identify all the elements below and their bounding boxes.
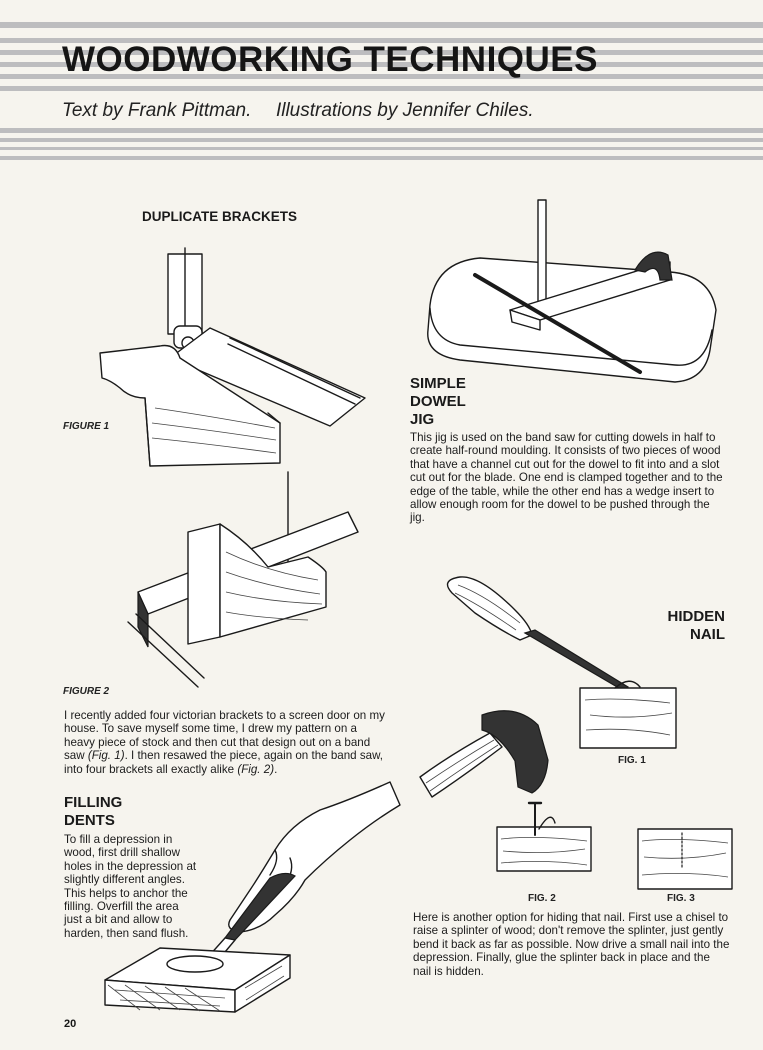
dowel-jig-illustration [427,199,717,383]
hidden-nail-fig2-label: FIG. 2 [528,893,556,904]
hidden-nail-fig3-label: FIG. 3 [667,893,695,904]
figure2-label: FIGURE 2 [63,686,110,697]
page-number: 20 [64,1018,77,1030]
figure1-label: FIGURE 1 [63,421,110,432]
filling-dents-line-1: To fill a depression in [64,833,173,846]
dowel-jig-heading-line-3: JIG [410,411,435,428]
duplicate-brackets-heading: DUPLICATE BRACKETS [142,209,297,224]
header-stripe-5 [0,74,763,79]
filling-dents-line-8: harden, then sand flush. [64,926,189,940]
hidden-nail-body: Here is another option for hiding that n… [413,911,730,978]
figure2-illustration [127,471,359,688]
header-stripe-bottom-2 [0,138,763,142]
filling-dents-line-6: filling. Overfill the area [64,900,179,914]
hidden-nail-heading-line-2: NAIL [690,626,725,643]
header-stripe-2 [0,38,763,43]
header-stripe-bottom-3 [0,147,763,150]
header-stripe-4 [0,62,763,67]
filling-dents-line-5: This helps to anchor the [64,886,188,900]
header-stripe-bottom-4 [0,156,763,160]
header-stripe-6 [0,86,763,91]
filling-dents-body: To fill a depression in wood, first dril… [64,833,224,940]
hidden-nail-heading: HIDDEN NAIL [640,608,725,644]
filling-dents-line-7: just a bit and allow to [64,913,173,927]
header-stripe-top [0,22,763,28]
dowel-jig-heading-line-2: DOWEL [410,393,466,410]
byline-illustration-credit: Illustrations by Jennifer Chiles. [275,100,534,121]
hidden-nail-fig1-label: FIG. 1 [618,755,646,766]
filling-dents-heading: FILLING DENTS [64,794,122,830]
dowel-jig-heading-line-1: SIMPLE [410,375,466,392]
dowel-jig-heading: SIMPLE DOWEL JIG [410,375,466,429]
header-stripe-3 [0,50,763,55]
filling-dents-heading-line-2: DENTS [64,812,115,829]
byline-text-credit: Text by Frank Pittman. [62,100,252,121]
hidden-nail-heading-line-1: HIDDEN [667,608,725,625]
header-stripe-bottom [0,128,763,133]
page-title: WOODWORKING TECHNIQUES [62,40,598,79]
hidden-nail-fig3-illustration [637,828,733,890]
filling-dents-illustration [104,781,401,1013]
byline: Text by Frank Pittman. Illustrations by … [62,100,534,122]
duplicate-brackets-body: I recently added four victorian brackets… [64,709,385,776]
filling-dents-line-3: holes in the depression at [64,859,197,873]
hidden-nail-hammer-illustration [419,710,549,798]
filling-dents-line-2: wood, first drill shallow [64,846,180,860]
filling-dents-line-4: slightly different angles. [64,873,185,887]
figure1-illustration [99,247,366,467]
hidden-nail-fig1-illustration [446,576,677,749]
hidden-nail-fig2-illustration [496,801,592,872]
dowel-jig-body: This jig is used on the band saw for cut… [410,431,723,525]
filling-dents-heading-line-1: FILLING [64,794,123,811]
